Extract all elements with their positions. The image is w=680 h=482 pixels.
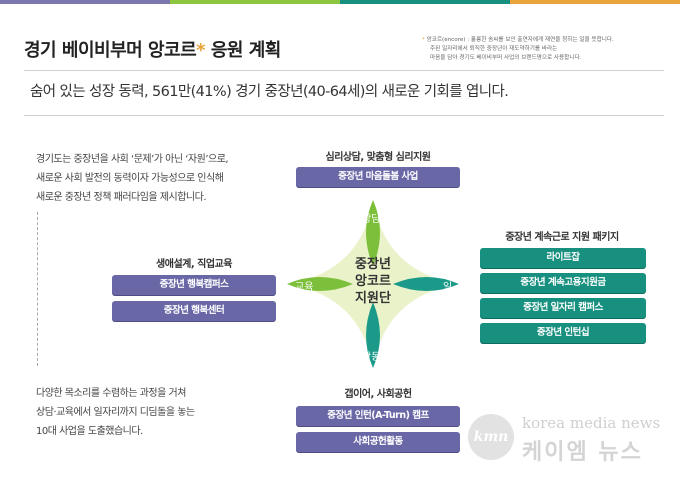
petal-right <box>393 277 459 291</box>
encore-support-diagram: 상담 교육 일 활동 중장년 앙코르 지원단 <box>283 196 463 372</box>
outro-line: 10대 사업을 도출했습니다. <box>36 426 143 437</box>
counseling-item-maeumdolbom: 중장년 마음돌봄 사업 <box>296 167 460 187</box>
center-line: 지원단 <box>355 291 391 306</box>
center-line: 앙코르 <box>355 274 391 289</box>
page-title-suffix: 응원 계획 <box>205 40 282 61</box>
outro-line: 다양한 목소리를 수렴하는 과정을 거쳐 <box>36 388 186 399</box>
intro-line: 새로운 중장년 정책 패러다임을 제시합니다. <box>36 192 207 203</box>
top-bar-segment-purple <box>0 0 170 4</box>
work-item-internship: 중장년 인턴십 <box>480 323 646 343</box>
education-group-title: 생애설계, 직업교육 <box>156 259 232 270</box>
counseling-group-title: 심리상담, 맞춤형 심리지원 <box>325 152 431 163</box>
page-title: 경기 베이비부머 앙코르* 응원 계획 <box>24 36 281 62</box>
work-group-title: 중장년 계속근로 지원 패키지 <box>505 232 619 243</box>
footnote-line-1: * 앙코르(encore) : 훌륭한 솜씨를 보인 출연자에게 재연을 청하는… <box>422 36 662 45</box>
dashed-divider <box>37 212 38 366</box>
star-background-shape <box>287 200 459 368</box>
encore-footnote: * 앙코르(encore) : 훌륭한 솜씨를 보인 출연자에게 재연을 청하는… <box>422 36 662 63</box>
activity-group-title: 갭이어, 사회공헌 <box>344 389 412 400</box>
label-activity: 활동 <box>362 352 381 363</box>
title-star: * <box>196 40 206 61</box>
subtitle-band: 숨어 있는 성장 동력, 561만(41%) 경기 중장년(40-64세)의 새… <box>24 70 664 116</box>
top-bar-segment-teal <box>340 0 510 4</box>
top-color-bar <box>0 0 680 4</box>
petal-left <box>287 277 353 291</box>
top-bar-segment-green <box>170 0 340 4</box>
work-item-lightjob: 라이트잡 <box>480 248 646 268</box>
outro-line: 상담·교육에서 일자리까지 디딤돌을 놓는 <box>36 407 195 418</box>
subtitle: 숨어 있는 성장 동력, 561만(41%) 경기 중장년(40-64세)의 새… <box>30 84 509 100</box>
center-line: 중장년 <box>355 257 391 272</box>
activity-item-social-contribution: 사회공헌활동 <box>296 432 460 452</box>
kmn-logo-icon: kmn <box>468 414 514 460</box>
top-bar-segment-orange <box>510 0 680 4</box>
intro-line: 경기도는 중장년을 사회 ‘문제’가 아닌 ‘자원’으로, <box>36 154 229 165</box>
petal-top <box>366 200 380 266</box>
center-title: 중장년 앙코르 지원단 <box>339 256 407 307</box>
education-item-campus: 중장년 행복캠퍼스 <box>112 275 276 295</box>
logo-korean: 케이엠 뉴스 <box>522 440 643 465</box>
activity-item-aturn-camp: 중장년 인턴(A-Turn) 캠프 <box>296 406 460 426</box>
label-work: 일 <box>443 282 453 293</box>
four-petal-star <box>287 200 459 368</box>
work-item-subsidy: 중장년 계속고용지원금 <box>480 273 646 293</box>
intro-line: 새로운 사회 발전의 동력이자 가능성으로 인식해 <box>36 173 224 184</box>
education-item-center: 중장년 행복센터 <box>112 301 276 321</box>
intro-paragraph: 경기도는 중장년을 사회 ‘문제’가 아닌 ‘자원’으로, 새로운 사회 발전의… <box>36 150 286 207</box>
label-education: 교육 <box>295 282 314 293</box>
outro-paragraph: 다양한 목소리를 수렴하는 과정을 거쳐 상담·교육에서 일자리까지 디딤돌을 … <box>36 384 296 441</box>
footnote-star: * <box>422 37 425 43</box>
kmn-watermark: kmn korea media news 케이엠 뉴스 <box>468 408 668 470</box>
petal-bottom <box>366 302 380 368</box>
work-item-jobcampus: 중장년 일자리 캠퍼스 <box>480 298 646 318</box>
page-title-main: 경기 베이비부머 앙코르 <box>24 40 197 61</box>
footnote-line-3: 마음을 담아 경기도 베이비부머 사업의 브랜드명으로 사용합니다. <box>430 55 582 61</box>
footnote-line-2: 주된 일자리에서 퇴직한 중장년이 재도약하기를 바라는 <box>430 46 558 52</box>
label-counseling: 상담 <box>362 214 381 225</box>
footnote-line-1-text: 앙코르(encore) : 훌륭한 솜씨를 보인 출연자에게 재연을 청하는 일… <box>424 37 614 43</box>
logo-english: korea media news <box>522 414 661 432</box>
